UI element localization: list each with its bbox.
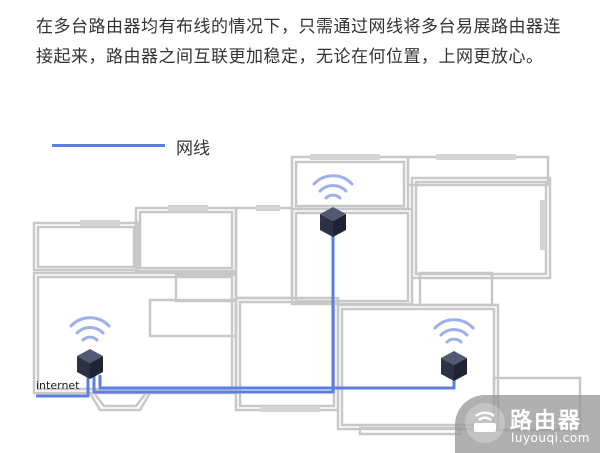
wall-room-left-top — [32, 221, 140, 272]
wifi-signal-icon — [69, 316, 111, 342]
legend-label: 网线 — [176, 139, 210, 159]
wifi-signal-icon — [433, 318, 475, 344]
router-right — [433, 318, 475, 381]
network-cables — [36, 232, 456, 398]
router-top — [312, 174, 354, 237]
wifi-signal-icon — [312, 174, 354, 200]
cable-internet — [36, 375, 90, 398]
wall-room-living — [32, 271, 238, 395]
cable-to-right-router — [98, 375, 456, 390]
wall-room-left-mid — [134, 206, 238, 273]
router-icon — [441, 351, 467, 381]
wall-room-center — [290, 207, 414, 306]
router-left — [69, 316, 111, 379]
watermark-badge: 路由器 luyouqi.com — [455, 395, 600, 453]
watermark-title: 路由器 — [510, 409, 583, 434]
cable-to-top-router — [92, 232, 335, 394]
floor-plan-windows — [80, 154, 546, 412]
watermark-url: luyouqi.com — [511, 431, 590, 445]
router-icon — [77, 349, 103, 379]
legend-line-swatch — [52, 144, 165, 147]
internet-label: internet — [36, 379, 80, 392]
router-logo-icon — [465, 403, 505, 443]
intro-text: 在多台路由器均有布线的情况下，只需通过网线将多台易展路由器连接起来，路由器之间互… — [36, 17, 561, 67]
router-icon — [320, 207, 346, 237]
